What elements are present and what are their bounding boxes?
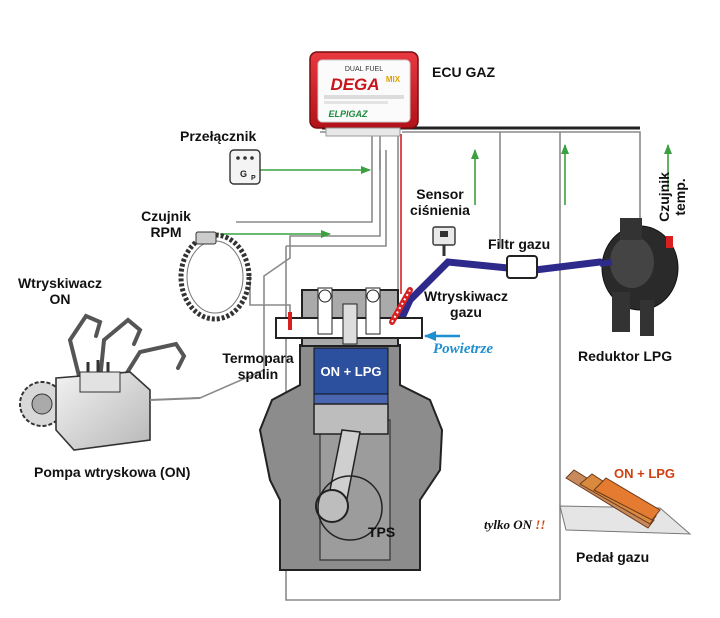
tps-label: TPS — [368, 524, 396, 540]
air-label: Powietrze — [433, 341, 493, 357]
thermocouple-label-line1: Termopara — [222, 350, 294, 366]
temp-sensor-label-line1: Czujnik — [656, 172, 672, 222]
injection-pump-icon — [19, 360, 201, 451]
gas-line — [396, 258, 604, 326]
ecu-label: ECU GAZ — [432, 64, 495, 80]
pressure-sensor-icon — [432, 226, 456, 256]
signal-arrows — [220, 144, 672, 238]
temp-sensor-label: Czujnik temp. — [656, 157, 690, 237]
engine-icon — [258, 287, 444, 571]
ecu-brand: DEGA — [330, 75, 379, 94]
pedal-only-label: tylko ON !! — [484, 517, 545, 533]
switch-right: P — [251, 175, 256, 182]
pump-label: Pompa wtryskowa (ON) — [34, 464, 191, 480]
lpg-reducer-icon — [599, 218, 679, 336]
thermocouple-label-line2: spalin — [237, 366, 279, 382]
pedal-only-marks: !! — [535, 517, 546, 532]
rpm-label-line2: RPM — [150, 224, 182, 240]
injector-on-label-line2: ON — [49, 291, 71, 307]
pedal-label: Pedał gazu — [576, 549, 650, 565]
reducer-label: Reduktor LPG — [578, 348, 673, 364]
pressure-sensor-label: Sensor ciśnienia — [400, 186, 480, 218]
pedal-only-text: tylko ON — [484, 517, 533, 532]
switch-label: Przełącznik — [180, 128, 257, 144]
rpm-sensor-icon — [178, 231, 252, 322]
pressure-sensor-label-line2: ciśnienia — [410, 202, 470, 218]
ecu-unit: DUAL FUEL DEGA MIX ELPIGAZ — [309, 51, 419, 137]
injector-on-label: Wtryskiwacz ON — [10, 275, 110, 307]
gas-pedal-icon — [559, 469, 692, 535]
pressure-sensor-label-line1: Sensor — [416, 186, 464, 202]
injector-on-icon — [67, 313, 187, 386]
switch-icon: G P — [229, 149, 261, 185]
thermocouple-label: Termopara spalin — [220, 350, 296, 382]
gas-filter-label: Filtr gazu — [488, 236, 551, 252]
ecu-wiring — [192, 131, 641, 601]
temp-sensor-label-line2: temp. — [672, 178, 688, 216]
rpm-label-line1: Czujnik — [141, 208, 191, 224]
ecu-maker: ELPIGAZ — [328, 109, 368, 119]
switch-left: G — [240, 169, 247, 179]
gas-injector-label: Wtryskiwacz gazu — [418, 288, 514, 320]
gas-injector-label-line1: Wtryskiwacz — [423, 288, 509, 304]
chamber-label: ON + LPG — [320, 364, 382, 379]
ecu-line1: DUAL FUEL — [345, 66, 383, 73]
rpm-label: Czujnik RPM — [138, 208, 194, 240]
gas-injector-label-line2: gazu — [450, 304, 482, 320]
injector-on-label-line1: Wtryskiwacz — [17, 275, 103, 291]
ecu-brand-suffix: MIX — [386, 75, 401, 84]
pedal-top-label: ON + LPG — [614, 466, 676, 481]
gas-filter-icon — [506, 255, 538, 279]
